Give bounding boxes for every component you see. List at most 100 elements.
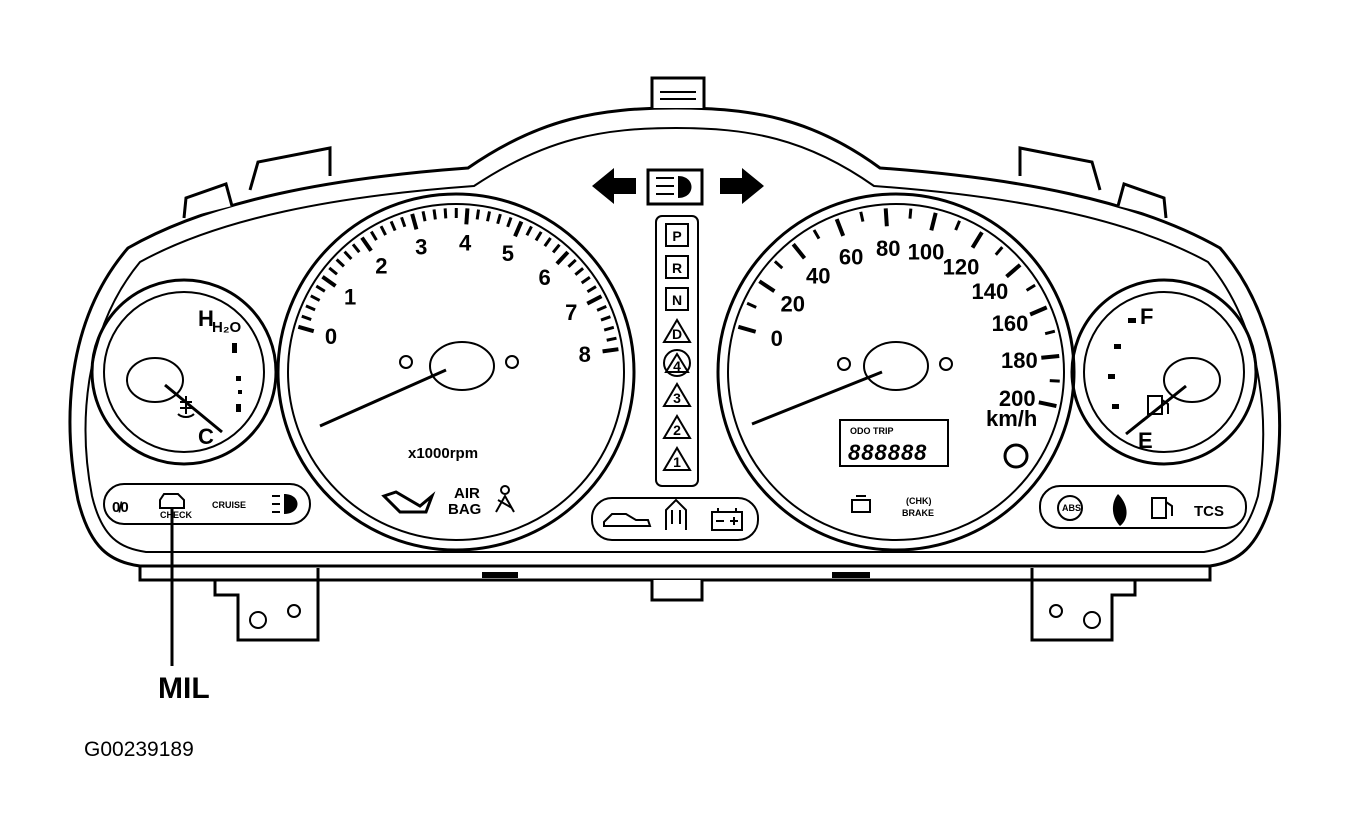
gear-label: 1: [673, 454, 681, 470]
tach-tick: [606, 336, 617, 342]
abs-icon: ABS: [1057, 495, 1083, 521]
low-fuel-icon: [1151, 497, 1173, 519]
tach-tick: [586, 285, 597, 294]
gear-indicator-D: D: [662, 318, 692, 343]
battery-icon: [711, 508, 743, 531]
speed-tick: [773, 260, 784, 270]
tach-tick: [574, 267, 585, 276]
speed-needle: [751, 370, 883, 426]
figure-id: G00239189: [84, 738, 194, 761]
speed-scale-label: 80: [876, 236, 900, 261]
odometer-display: 888888: [848, 440, 927, 465]
tach-tick: [475, 209, 481, 220]
tach-tick: [379, 225, 387, 236]
speed-tick: [954, 220, 961, 231]
tach-tick: [586, 294, 603, 306]
tach-scale-label: 1: [344, 285, 356, 310]
tach-tick: [513, 220, 524, 238]
cluster-housing: [68, 76, 1282, 642]
speed-tick: [758, 279, 776, 293]
tachometer-tick-marks: [297, 207, 619, 354]
fuel-pump-icon: [1147, 395, 1169, 415]
speed-tick: [812, 229, 821, 240]
right-warning-strip: ABS TCS: [1039, 485, 1247, 529]
tach-scale-label: 4: [459, 230, 472, 255]
tach-tick: [567, 258, 577, 268]
tach-tick: [410, 213, 419, 230]
speed-tick: [1044, 329, 1056, 336]
tach-tick: [321, 275, 337, 288]
gear-label: R: [672, 260, 682, 276]
temp-cold-label: C: [198, 424, 214, 449]
temp-hot-label: H: [198, 306, 214, 331]
speedometer-unit: km/h: [986, 406, 1037, 431]
tach-tick: [486, 211, 492, 222]
tach-tick: [400, 216, 407, 228]
tach-tick: [335, 258, 345, 268]
tach-tick: [360, 236, 373, 252]
odo-trip-label: ODO TRIP: [850, 426, 894, 436]
tach-tick: [464, 208, 470, 225]
tach-scale-label: 3: [415, 235, 427, 260]
tach-scale-label: 5: [502, 241, 514, 266]
speed-scale-label: 40: [806, 263, 830, 288]
tach-scale-label: 6: [539, 265, 551, 290]
speed-scale-label: 20: [780, 291, 804, 316]
fuel-tick-marks: [1108, 318, 1136, 409]
traction-slip-icon: [1112, 494, 1127, 526]
speed-tick: [1038, 400, 1057, 409]
tcs-label: TCS: [1194, 503, 1224, 520]
trunk-open-icon: [603, 513, 652, 527]
mil-check-engine-icon: [159, 493, 185, 509]
tach-tick: [421, 211, 427, 222]
speed-tick: [791, 242, 807, 260]
left-warning-strip: 0̸0 CHECK CRUISE: [103, 483, 311, 525]
gear-label: 4: [673, 358, 681, 374]
fuel-empty-label: E: [1138, 428, 1153, 453]
tach-tick: [600, 315, 611, 322]
headlight-indicator-icon: [272, 494, 298, 514]
turn-right-arrow-icon: [720, 168, 764, 204]
tach-tick: [551, 243, 561, 254]
gear-label: 2: [673, 422, 681, 438]
speed-tick: [737, 324, 757, 334]
tach-tick: [389, 220, 397, 232]
turn-left-arrow-icon: [592, 168, 636, 204]
door-open-icon: [665, 498, 687, 530]
tach-scale-label: 8: [579, 342, 591, 367]
speed-tick: [908, 208, 913, 219]
speed-tick: [834, 218, 846, 237]
tach-tick: [596, 304, 607, 312]
temperature-gauge: H H₂O C: [90, 278, 278, 466]
tach-tick: [543, 237, 552, 248]
temp-tick-marks: [232, 343, 242, 412]
speed-scale-label: 180: [1001, 348, 1038, 373]
speed-tick: [994, 246, 1004, 256]
check-engine-label: CHECK: [160, 510, 193, 520]
tach-tick: [602, 347, 619, 354]
check-engine-icon: [851, 495, 871, 513]
gear-label: D: [672, 326, 682, 342]
tach-tick: [310, 294, 321, 302]
speed-tick: [929, 212, 938, 231]
tach-tick: [580, 276, 591, 285]
airbag-label-line1: AIR: [454, 485, 480, 502]
speed-tick: [1041, 354, 1060, 360]
gear-label: P: [672, 228, 681, 244]
tach-tick: [496, 213, 502, 225]
tach-tick: [297, 324, 315, 334]
gear-indicator-1: 1: [662, 446, 692, 471]
brake-label-line1: (CHK): [906, 496, 932, 506]
tach-tick: [603, 325, 615, 332]
tach-tick: [301, 314, 312, 321]
svg-text:0̸0: 0̸0: [112, 499, 129, 516]
speed-scale-label: 120: [943, 254, 980, 279]
speed-tick: [1029, 305, 1048, 317]
coolant-temperature-icon: [177, 396, 195, 418]
